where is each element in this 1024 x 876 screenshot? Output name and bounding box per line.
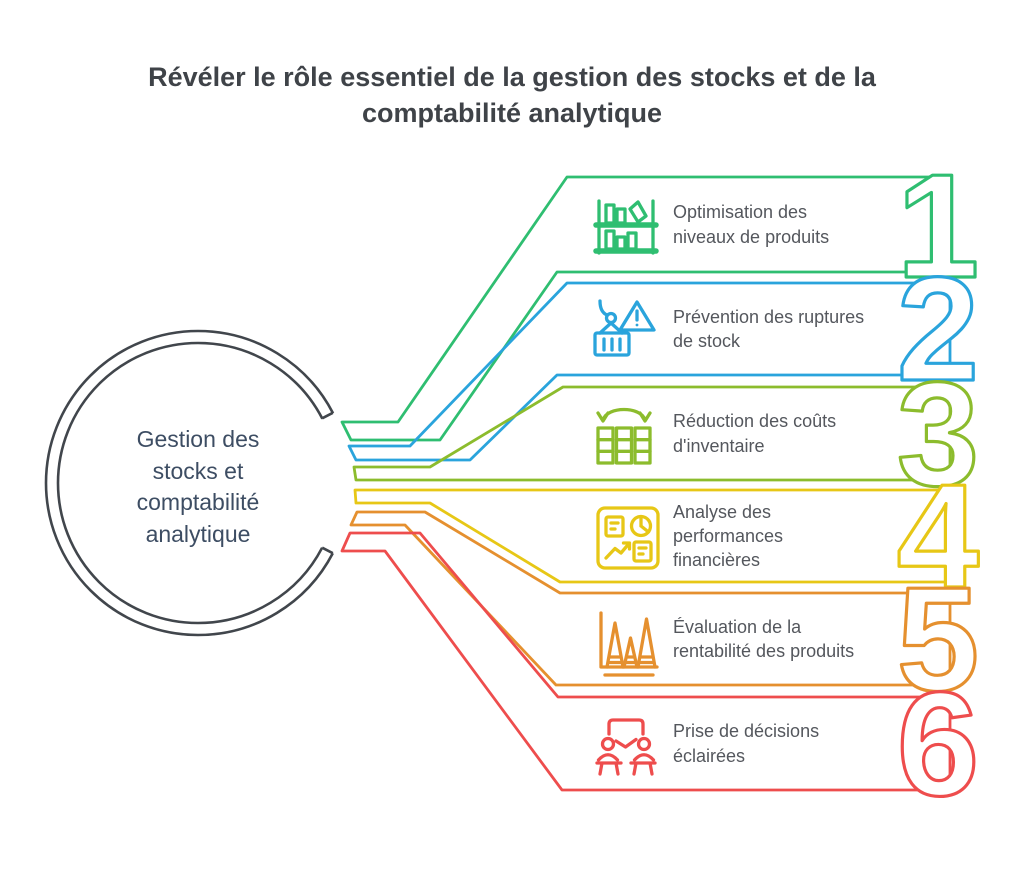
item-5-group: 5 [349,510,981,724]
hub-ring-end-cap-top [321,411,334,420]
item-2-ribbon [347,281,952,462]
page-title: Révéler le rôle essentiel de la gestion … [148,62,876,128]
stock-columns-icon [596,407,652,465]
item-6-label: Prise de décisions éclairées [673,697,858,790]
item-4-number: 4 [897,454,979,619]
item-3-ribbon [352,385,952,482]
item-2-label: Prévention des ruptures de stock [673,283,873,375]
item-4-label: Analyse des performances financières [673,490,823,582]
hub-label: Gestion des stocks et comptabilité analy… [136,426,260,548]
item-1-ribbon [340,175,952,442]
item-6-group: 6 [340,531,981,829]
item-5-label-text: Évaluation de la rentabilité des produit… [673,616,855,661]
item-5-number: 5 [897,557,979,722]
item-5-label: Évaluation de la rentabilité des produit… [673,593,878,685]
item-4-ribbon [353,488,952,584]
item-4-label-text: Analyse des performances financières [673,501,784,571]
item-2-group: 2 [347,245,981,462]
item-4-group: 4 [353,452,981,621]
item-3-group: 3 [352,350,981,519]
item-3-label: Réduction des coûts d'inventaire [673,387,878,480]
profit-peaks-icon [599,611,659,677]
item-1-label-text: Optimisation des niveaux de produits [673,202,830,247]
item-1-group: 1 [340,142,981,442]
decision-meeting-icon [595,718,657,776]
item-6-label-text: Prise de décisions éclairées [673,721,820,766]
hub-ring-end-cap-bottom [321,546,334,555]
item-3-label-text: Réduction des coûts d'inventaire [673,411,837,456]
hub-ring [44,329,352,637]
item-2-number: 2 [897,247,979,412]
item-2-label-text: Prévention des ruptures de stock [673,306,865,351]
financial-report-icon [596,506,660,570]
item-1-label: Optimisation des niveaux de produits [673,177,848,272]
item-6-number: 6 [897,662,979,827]
item-5-ribbon [349,510,952,687]
crane-alert-icon [593,299,656,357]
bookshelf-icon [593,199,659,255]
item-6-ribbon [340,531,952,792]
